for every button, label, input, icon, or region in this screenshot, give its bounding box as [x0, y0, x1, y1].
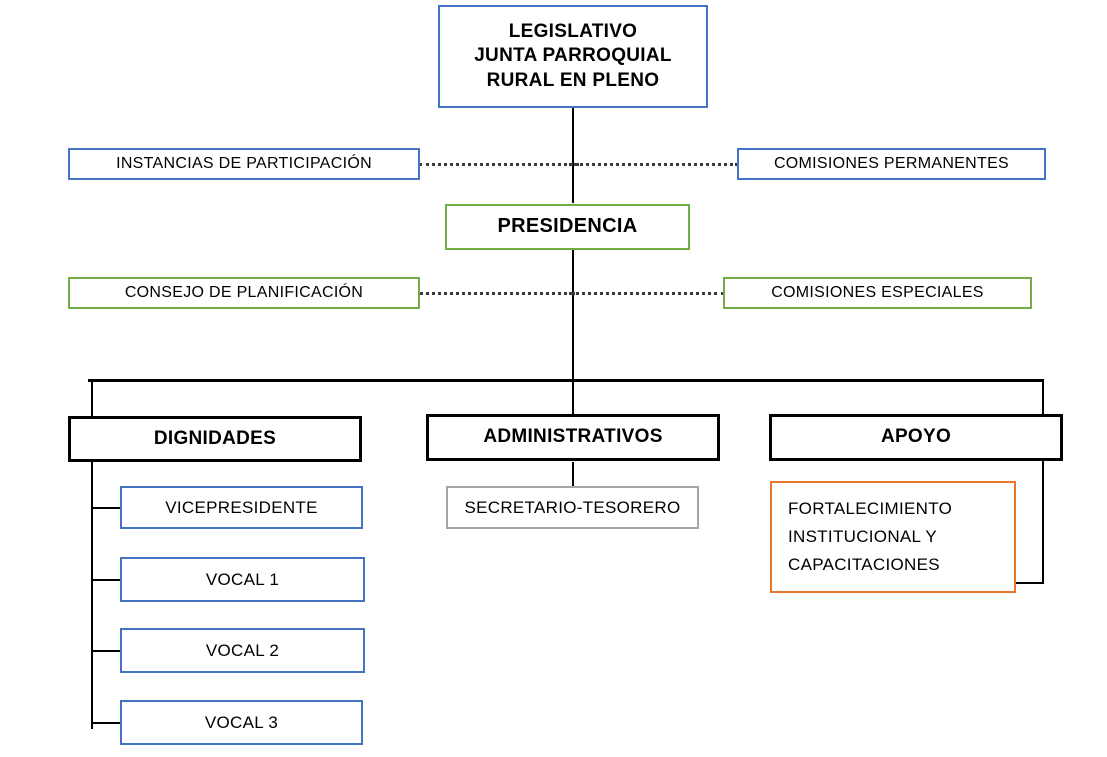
node-consejo-de-planificacion-label: CONSEJO DE PLANIFICACIÓN: [124, 283, 364, 301]
node-vocal-1[interactable]: VOCAL 1: [120, 557, 365, 602]
node-legislativo-line2: JUNTA PARROQUIAL: [474, 45, 672, 67]
node-legislativo-line1: LEGISLATIVO: [508, 21, 638, 43]
node-fortalecimiento-line3: CAPACITACIONES: [788, 555, 940, 575]
connector-dotted-consejo-planificacion: [419, 292, 575, 295]
node-vicepresidente[interactable]: VICEPRESIDENTE: [120, 486, 363, 529]
node-vocal-3[interactable]: VOCAL 3: [120, 700, 363, 745]
node-instancias-de-participacion[interactable]: INSTANCIAS DE PARTICIPACIÓN: [68, 148, 420, 180]
node-comisiones-especiales-label: COMISIONES ESPECIALES: [771, 283, 984, 301]
node-presidencia-label: PRESIDENCIA: [497, 215, 638, 238]
node-vocal-1-label: VOCAL 1: [205, 569, 280, 589]
node-dignidades-label: DIGNIDADES: [153, 427, 277, 449]
connector-trunk-to-administrativos: [572, 379, 574, 414]
node-vocal-3-label: VOCAL 3: [204, 712, 279, 732]
node-administrativos[interactable]: ADMINISTRATIVOS: [426, 414, 720, 461]
node-legislativo[interactable]: LEGISLATIVO JUNTA PARROQUIAL RURAL EN PL…: [438, 5, 708, 108]
node-presidencia[interactable]: PRESIDENCIA: [445, 204, 690, 250]
node-apoyo-label: APOYO: [880, 426, 952, 448]
node-consejo-de-planificacion[interactable]: CONSEJO DE PLANIFICACIÓN: [68, 277, 420, 309]
connector-trunk-to-dignidades: [91, 379, 93, 729]
connector-apoyo-to-fortalecimiento: [1015, 582, 1044, 584]
connector-trunk-bar: [88, 379, 1043, 382]
node-fortalecimiento-line1: FORTALECIMIENTO: [788, 498, 953, 518]
connector-stub-vicepresidente: [91, 507, 120, 509]
node-vocal-2[interactable]: VOCAL 2: [120, 628, 365, 673]
connector-stub-vocal1: [91, 579, 120, 581]
connector-trunk-to-apoyo: [1042, 379, 1044, 583]
node-legislativo-line3: RURAL EN PLENO: [486, 69, 660, 91]
node-secretario-tesorero[interactable]: SECRETARIO-TESORERO: [446, 486, 699, 529]
connector-dotted-comisiones-permanentes: [569, 163, 738, 166]
connector-dotted-instancias: [419, 163, 579, 166]
node-fortalecimiento-line2: INSTITUCIONAL Y: [788, 526, 938, 546]
node-comisiones-permanentes[interactable]: COMISIONES PERMANENTES: [737, 148, 1046, 180]
node-vocal-2-label: VOCAL 2: [205, 640, 280, 660]
connector-legislativo-to-presidencia: [572, 108, 574, 203]
connector-stub-vocal2: [91, 650, 120, 652]
node-apoyo[interactable]: APOYO: [769, 414, 1063, 461]
node-vicepresidente-label: VICEPRESIDENTE: [165, 497, 318, 517]
connector-presidencia-to-trunk: [572, 250, 574, 380]
node-fortalecimiento-institucional-y-capacitaciones[interactable]: FORTALECIMIENTO INSTITUCIONAL Y CAPACITA…: [770, 481, 1016, 593]
connector-stub-vocal3: [91, 722, 120, 724]
node-instancias-de-participacion-label: INSTANCIAS DE PARTICIPACIÓN: [116, 154, 372, 172]
connector-dotted-comisiones-especiales: [569, 292, 725, 295]
node-administrativos-label: ADMINISTRATIVOS: [483, 426, 663, 448]
connector-administrativos-to-secretario: [572, 462, 574, 486]
node-secretario-tesorero-label: SECRETARIO-TESORERO: [464, 497, 681, 517]
node-comisiones-permanentes-label: COMISIONES PERMANENTES: [773, 154, 1010, 172]
node-dignidades[interactable]: DIGNIDADES: [68, 416, 362, 462]
node-comisiones-especiales[interactable]: COMISIONES ESPECIALES: [723, 277, 1032, 309]
